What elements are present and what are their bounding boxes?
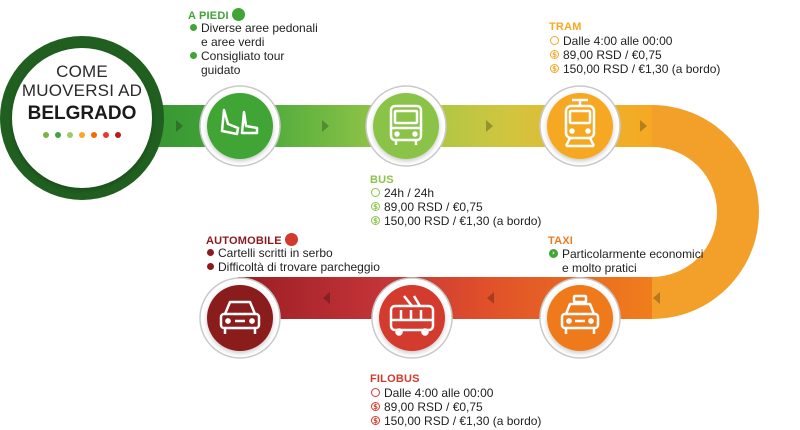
bus-icon: [389, 104, 423, 145]
bullet-icon: [190, 24, 197, 31]
list-item: $89,00 RSD / €0,75: [371, 200, 541, 214]
title-color-dots: [16, 132, 148, 138]
track-arrows: [176, 120, 660, 304]
walk-note-line: guidato: [201, 63, 241, 77]
station-walk: [199, 85, 281, 167]
list-item: $150,00 RSD / €1,30 (a bordo): [371, 214, 541, 228]
color-dot: [55, 132, 61, 138]
filobus-price: 89,00 RSD / €0,75: [384, 400, 483, 414]
station-taxi: [539, 277, 621, 359]
auto-note: Difficoltà di trovare parcheggio: [218, 260, 380, 274]
walk-note-line: e aree verdi: [201, 35, 265, 49]
bus-hours: 24h / 24h: [384, 186, 435, 200]
title: COME MUOVERSI AD BELGRADO: [16, 62, 148, 138]
bus-heading: BUS: [370, 174, 394, 186]
list-item: Difficoltà di trovare parcheggio: [207, 260, 380, 274]
tram-heading: TRAM: [549, 21, 582, 33]
clock-icon: [550, 36, 559, 45]
coin-icon: $: [371, 216, 380, 225]
taxi-heading: TAXI: [548, 235, 574, 247]
title-line-2: MUOVERSI AD: [21, 81, 143, 100]
bus-info: 24h / 24h $89,00 RSD / €0,75 $150,00 RSD…: [371, 186, 541, 228]
auto-heading: AUTOMOBILE: [206, 233, 298, 247]
walk-note-line: Consigliato tour: [201, 49, 285, 63]
list-item: Dalle 4:00 alle 00:00: [371, 386, 541, 400]
tram-icon: [564, 98, 596, 148]
walk-heading-text: A PIEDI: [188, 10, 229, 22]
clock-icon: [371, 188, 380, 197]
list-item: $150,00 RSD / €1,30 (a bordo): [550, 62, 720, 76]
station-tram: [539, 85, 621, 167]
coin-icon: $: [550, 50, 559, 59]
list-item: 24h / 24h: [371, 186, 541, 200]
title-line-3: BELGRADO: [27, 103, 137, 124]
arrow-badge-icon: ›: [549, 249, 558, 258]
list-item: $150,00 RSD / €1,30 (a bordo): [371, 414, 541, 428]
bullet-icon: [207, 249, 214, 256]
color-dot: [43, 132, 49, 138]
auto-note: Cartelli scritti in serbo: [218, 246, 333, 260]
track-curve: [652, 105, 759, 319]
bullet-icon: [207, 263, 214, 270]
color-dot: [103, 132, 109, 138]
station-bus: [365, 85, 447, 167]
coin-icon: $: [371, 202, 380, 211]
taxi-note-line: e molto pratici: [562, 261, 637, 275]
color-dot: [91, 132, 97, 138]
filobus-info: Dalle 4:00 alle 00:00 $89,00 RSD / €0,75…: [371, 386, 541, 428]
tram-info: Dalle 4:00 alle 00:00 $89,00 RSD / €0,75…: [550, 34, 720, 76]
tram-hours: Dalle 4:00 alle 00:00: [563, 34, 673, 48]
color-dot: [79, 132, 85, 138]
walk-note-line: Diverse aree pedonali: [201, 21, 318, 35]
walk-heading: A PIEDI: [188, 8, 245, 22]
walking-feet-icon: [220, 108, 259, 136]
filobus-heading: FILOBUS: [370, 373, 420, 385]
taxi-icon: [560, 294, 600, 334]
color-dot: [115, 132, 121, 138]
bus-price: 89,00 RSD / €0,75: [384, 200, 483, 214]
clock-icon: [371, 388, 380, 397]
trolleybus-icon: [389, 295, 435, 336]
coin-icon: $: [550, 64, 559, 73]
arrow-badge-icon: [284, 233, 298, 246]
list-item: Dalle 4:00 alle 00:00: [550, 34, 720, 48]
filobus-price-onboard: 150,00 RSD / €1,30 (a bordo): [384, 414, 542, 428]
arrow-badge-icon: [231, 8, 245, 21]
auto-notes: Cartelli scritti in serbo Difficoltà di …: [207, 246, 380, 274]
bullet-icon: [190, 52, 197, 59]
taxi-note-line: Particolarmente economici: [562, 247, 704, 261]
auto-heading-text: AUTOMOBILE: [206, 235, 282, 247]
tram-price: 89,00 RSD / €0,75: [563, 48, 662, 62]
list-item: $89,00 RSD / €0,75: [550, 48, 720, 62]
car-icon: [219, 300, 261, 334]
coin-icon: $: [371, 402, 380, 411]
tram-price-onboard: 150,00 RSD / €1,30 (a bordo): [563, 62, 721, 76]
station-auto: [199, 277, 281, 359]
list-item: $89,00 RSD / €0,75: [371, 400, 541, 414]
coin-icon: $: [371, 416, 380, 425]
color-dot: [67, 132, 73, 138]
filobus-hours: Dalle 4:00 alle 00:00: [384, 386, 494, 400]
bus-price-onboard: 150,00 RSD / €1,30 (a bordo): [384, 214, 542, 228]
station-filobus: [371, 277, 453, 359]
title-line-1: COME: [56, 62, 108, 81]
list-item: Cartelli scritti in serbo: [207, 246, 380, 260]
